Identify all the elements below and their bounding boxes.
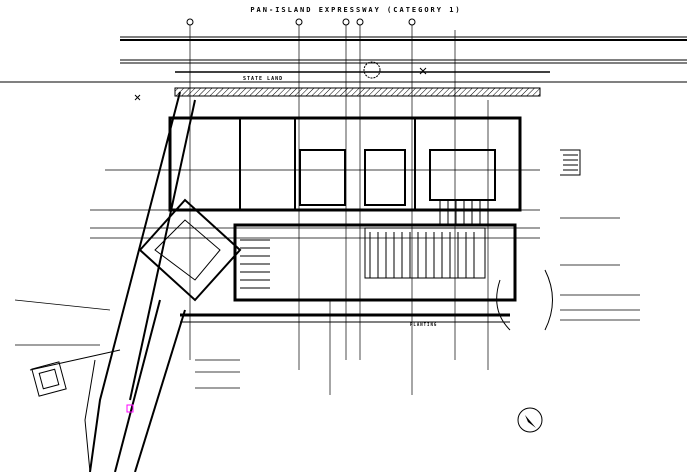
state-land-label: STATE LAND <box>243 76 283 82</box>
north-arrow-icon <box>517 407 543 433</box>
staircase-right <box>560 149 581 176</box>
building-outline <box>168 116 522 323</box>
magenta-marker <box>126 404 134 413</box>
road-edge <box>29 269 553 472</box>
expressway-lines <box>0 36 687 83</box>
annotation-leaders <box>14 217 640 389</box>
stair-hatching <box>240 200 489 289</box>
boundary-hatch <box>174 87 541 97</box>
grid-markers <box>186 18 416 26</box>
planting-label: PLANTING <box>410 322 437 327</box>
diagonal-walkway <box>89 91 242 472</box>
tree-symbols <box>134 61 427 101</box>
drawing-title: PAN-ISLAND EXPRESSWAY (CATEGORY 1) <box>250 6 461 14</box>
